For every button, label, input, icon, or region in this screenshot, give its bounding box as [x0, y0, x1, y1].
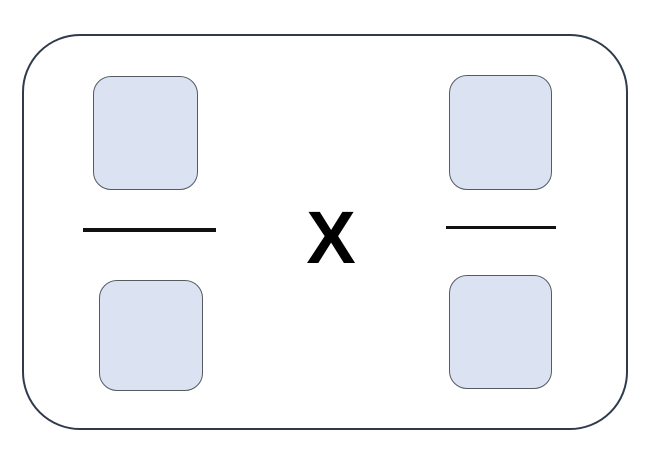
- left-denominator-box[interactable]: [99, 280, 203, 391]
- right-denominator-box[interactable]: [449, 275, 552, 389]
- left-fraction-bar: [83, 228, 216, 232]
- right-fraction-bar: [446, 226, 556, 229]
- multiply-operator: X: [306, 196, 356, 279]
- left-numerator-box[interactable]: [93, 76, 198, 190]
- right-numerator-box[interactable]: [449, 75, 552, 190]
